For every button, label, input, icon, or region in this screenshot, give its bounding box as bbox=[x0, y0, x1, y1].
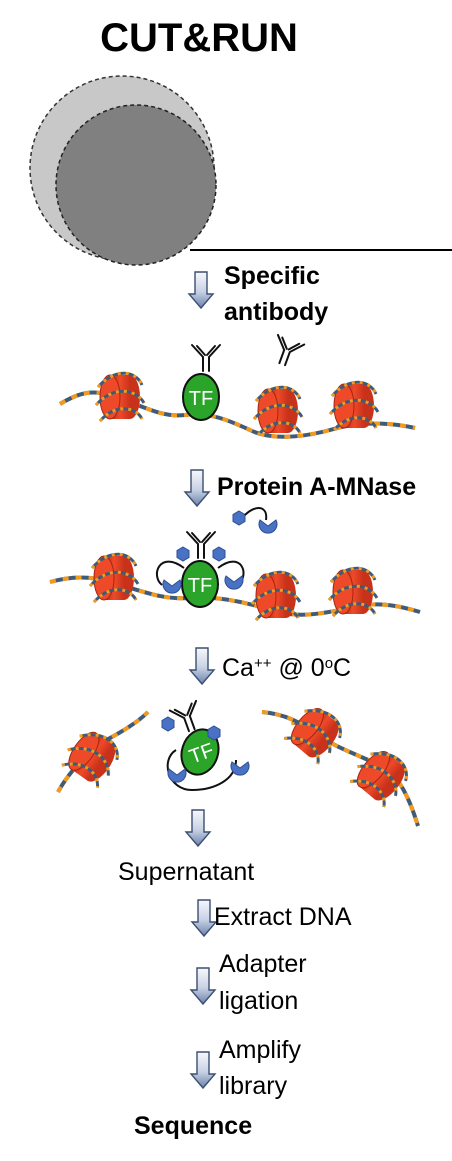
step-supernatant: Supernatant bbox=[118, 858, 254, 886]
tf-label: TF bbox=[188, 575, 212, 597]
step-specific-antibody-line2: antibody bbox=[224, 298, 328, 326]
step-amplify-library-line2: library bbox=[219, 1072, 288, 1100]
chromatin-fiber-1: TF bbox=[58, 333, 416, 439]
tf-label: TF bbox=[189, 388, 213, 410]
pa-mnase-icon bbox=[162, 579, 182, 594]
antibody-icon bbox=[191, 344, 221, 372]
chromatin-fiber-2: TF bbox=[49, 531, 421, 622]
step-adapter-ligation-line1: Adapter bbox=[219, 950, 307, 978]
pa-mnase-icon bbox=[212, 546, 226, 562]
down-arrow-icon bbox=[191, 899, 217, 937]
nucleosome-icon bbox=[328, 380, 380, 432]
tf-icon bbox=[180, 728, 220, 776]
pa-mnase-icon bbox=[224, 575, 244, 590]
down-arrow-icon bbox=[189, 647, 215, 685]
tf-icon bbox=[182, 373, 220, 421]
antibody-icon bbox=[186, 531, 216, 559]
down-arrow-icon bbox=[190, 967, 216, 1005]
step-sequence: Sequence bbox=[134, 1112, 252, 1140]
antibody-icon bbox=[268, 333, 306, 370]
nucleosome-icon bbox=[252, 385, 304, 437]
down-arrow-icon bbox=[188, 271, 214, 309]
step-protein-a-mnase: Protein A-MNase bbox=[217, 473, 416, 501]
step-specific-antibody-line1: Specific bbox=[224, 262, 320, 290]
pa-mnase-icon bbox=[207, 725, 221, 741]
nucleosome-icon bbox=[88, 552, 140, 604]
step-adapter-ligation-line2: ligation bbox=[219, 987, 298, 1015]
pa-mnase-icon bbox=[161, 716, 175, 732]
down-arrow-icon bbox=[185, 809, 211, 847]
step-calcium: Ca++ @ 0oC bbox=[222, 654, 351, 682]
nucleosome-icon bbox=[94, 371, 146, 423]
cleaved-fragment-tf: TF bbox=[161, 699, 250, 792]
nucleosome-icon bbox=[327, 566, 379, 618]
pa-mnase-icon bbox=[176, 546, 190, 562]
pa-mnase-icon bbox=[232, 507, 278, 534]
nucleosome-icon bbox=[250, 570, 302, 622]
nucleosome-icon bbox=[345, 740, 417, 812]
cleaved-fragment-right bbox=[261, 697, 420, 827]
pa-mnase-icon bbox=[167, 768, 187, 783]
nucleosome-icon bbox=[279, 697, 351, 769]
step-extract-dna: Extract DNA bbox=[214, 903, 352, 931]
cell-icon bbox=[29, 75, 217, 266]
down-arrow-icon bbox=[190, 1051, 216, 1089]
diagram-title: CUT&RUN bbox=[100, 16, 298, 60]
down-arrow-icon bbox=[184, 469, 210, 507]
pa-mnase-icon bbox=[230, 761, 250, 776]
tf-icon bbox=[181, 560, 219, 608]
step-amplify-library-line1: Amplify bbox=[219, 1036, 301, 1064]
cleaved-fragment-left bbox=[56, 710, 150, 793]
